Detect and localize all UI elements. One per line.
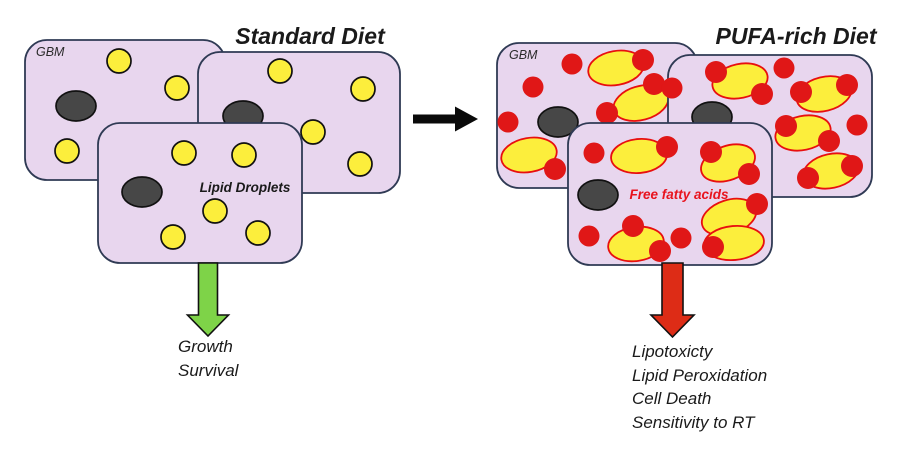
pufa-diet-title: PUFA-rich Diet [715,23,877,49]
lipid-droplets-label: Lipid Droplets [200,180,291,195]
free-fatty-acid-dot [746,193,768,215]
outcome-lipid-peroxidation: Lipid Peroxidation [632,366,767,385]
standard-diet-panel: Standard Diet GBM L [24,23,401,380]
lipid-droplet [267,58,293,84]
free-fatty-acid-dot [522,76,544,98]
free-fatty-acid-dot [661,77,683,99]
outcome-cell-death: Cell Death [632,389,711,408]
free-fatty-acid-dot [797,167,819,189]
nucleus [537,106,579,138]
standard-diet-title: Standard Diet [235,23,386,49]
lipid-droplet [350,76,376,102]
outcome-survival: Survival [178,361,240,380]
gbm-cell-label: GBM [509,48,538,62]
outcome-sensitivity-rt: Sensitivity to RT [632,413,756,432]
lipid-droplet [231,142,257,168]
free-fatty-acid-dot [751,83,773,105]
lipid-droplet [164,75,190,101]
free-fatty-acid-dot [846,114,868,136]
free-fatty-acid-dot [643,73,665,95]
gbm-cell-std-front: Lipid Droplets [97,122,303,264]
free-fatty-acid-dot [790,81,812,103]
free-fatty-acid-dot [622,215,644,237]
lipid-droplet-oval [500,136,558,174]
gbm-cell-pufa-front: Free fatty acids [567,122,773,266]
free-fatty-acid-dot [497,111,519,133]
lipid-droplet [347,151,373,177]
outcome-growth: Growth [178,337,233,356]
lipid-droplet [106,48,132,74]
green-down-arrow [185,262,231,338]
lipid-droplet [202,198,228,224]
free-fatty-acid-dot [578,225,600,247]
free-fatty-acid-dot [656,136,678,158]
lipid-droplet [160,224,186,250]
free-fatty-acid-dot [841,155,863,177]
outcome-lipotoxicity: Lipotoxicty [632,342,714,361]
free-fatty-acid-dot [700,141,722,163]
free-fatty-acid-dot [775,115,797,137]
lipid-droplet [171,140,197,166]
free-fatty-acids-label: Free fatty acids [629,187,729,202]
red-down-arrow [649,262,696,339]
free-fatty-acid-dot [649,240,671,262]
free-fatty-acid-dot [705,61,727,83]
free-fatty-acid-dot [596,102,618,124]
lipid-droplet [245,220,271,246]
free-fatty-acid-dot [702,236,724,258]
nucleus [577,179,619,211]
free-fatty-acid-dot [632,49,654,71]
nucleus [121,176,163,208]
lipid-droplet [300,119,326,145]
free-fatty-acid-dot [670,227,692,249]
free-fatty-acid-dot [773,57,795,79]
right-arrow-icon [413,106,478,132]
free-fatty-acid-dot [544,158,566,180]
lipid-droplet [54,138,80,164]
pufa-diet-panel: PUFA-rich Diet GBM [496,23,878,432]
nucleus [55,90,97,122]
free-fatty-acid-dot [836,74,858,96]
free-fatty-acid-dot [818,130,840,152]
free-fatty-acid-dot [738,163,760,185]
free-fatty-acid-dot [561,53,583,75]
free-fatty-acid-dot [583,142,605,164]
gbm-cell-label: GBM [36,45,65,59]
